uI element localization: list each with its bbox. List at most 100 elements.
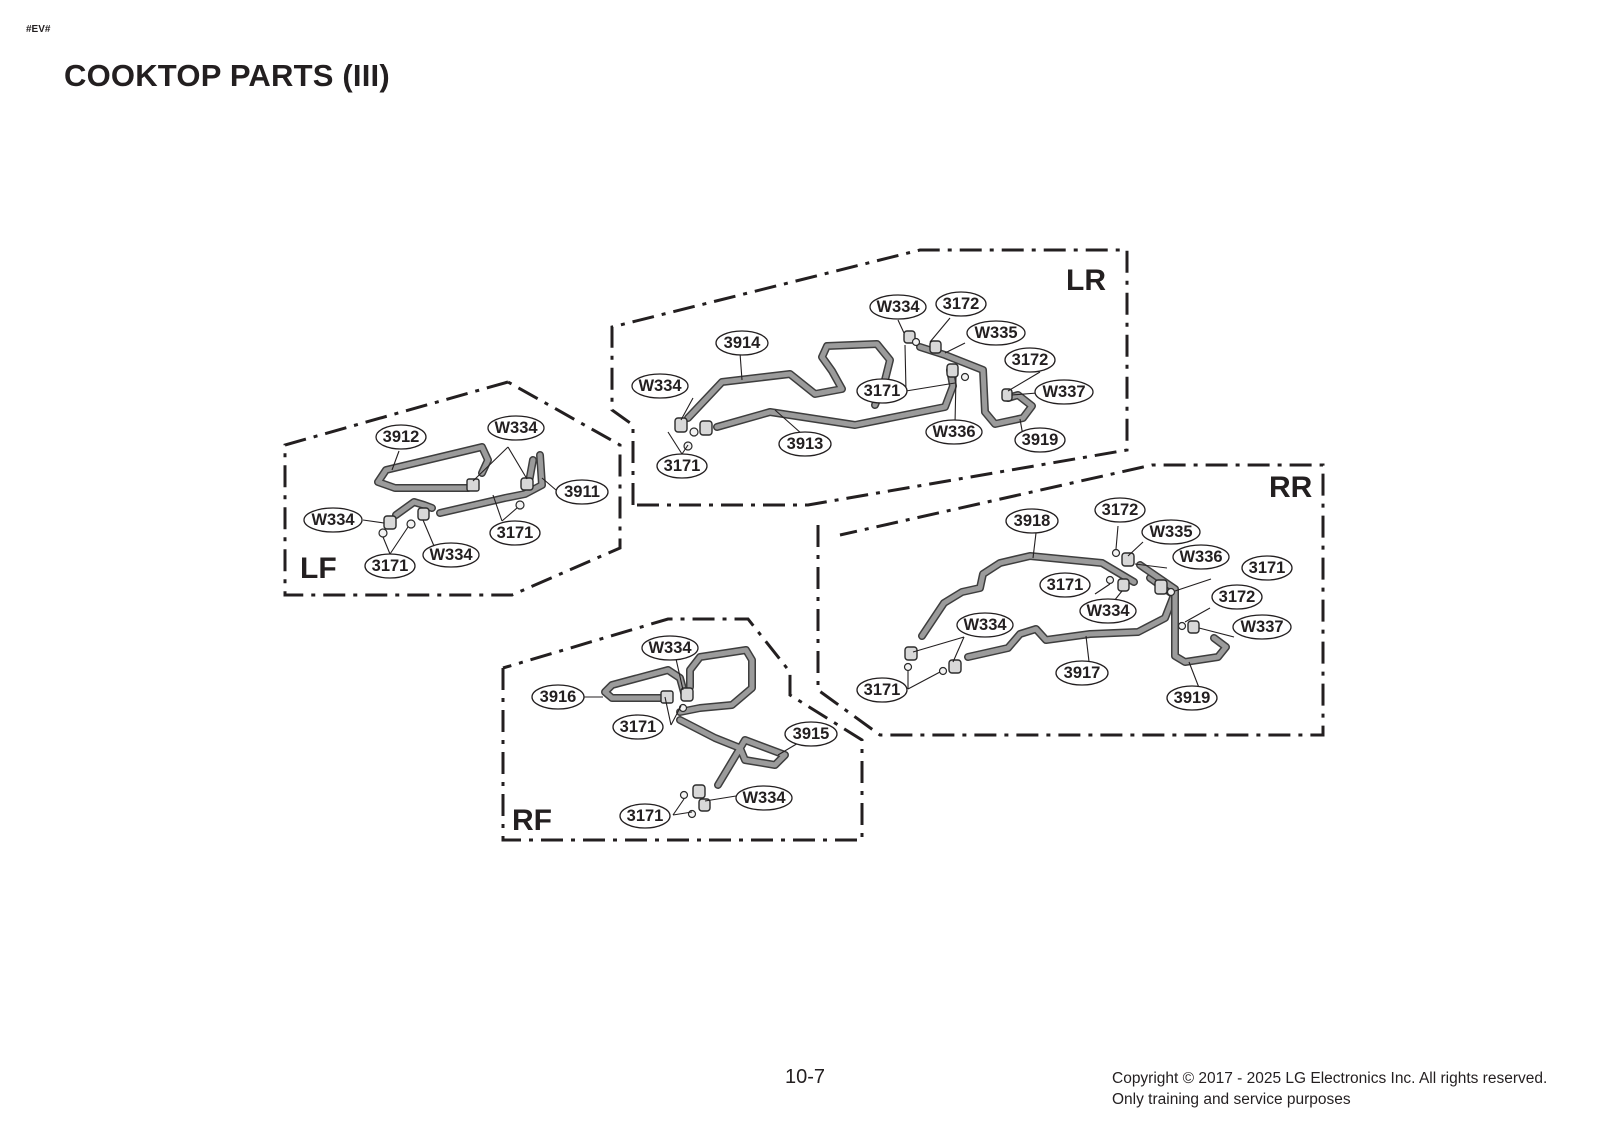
seal-ring-icon [1105,575,1115,585]
callout-label: 3918 [1014,512,1051,530]
callout[interactable]: 3171 [1039,572,1091,598]
callout[interactable]: 3911 [555,479,609,505]
callout[interactable]: W335 [966,320,1026,346]
callout[interactable]: 3917 [1055,660,1109,686]
nut-fitting-icon [383,515,397,530]
callout-label: 3171 [372,557,409,575]
callout-label: W337 [1042,383,1085,401]
callout-label: 3172 [1012,351,1049,369]
callout-label: 3912 [383,428,420,446]
copyright-notice: Copyright © 2017 - 2025 LG Electronics I… [1112,1068,1547,1110]
callout[interactable]: 3919 [1014,427,1066,453]
callout[interactable]: 3171 [619,803,671,829]
callout[interactable]: 3172 [1211,584,1263,610]
callout[interactable]: 3171 [856,677,908,703]
callouts-rr: 3918 3172 W335 W336 3171 3171 W334 3172 … [856,497,1293,711]
callout-label: W334 [638,377,682,395]
callout-label: 3919 [1022,431,1059,449]
callout[interactable]: W334 [735,785,793,811]
seal-ring-icon [406,519,416,529]
callout-label: W334 [311,511,355,529]
seal-ring-icon [679,790,689,800]
seal-ring-icon [687,809,697,819]
callout[interactable]: 3915 [784,721,838,747]
callout-label: 3171 [620,718,657,736]
callout-label: 3915 [793,725,830,743]
callout[interactable]: 3916 [531,684,585,710]
callout-label: W336 [1179,548,1222,566]
callout-label: W334 [876,298,920,316]
callout[interactable]: W334 [422,542,480,568]
callout[interactable]: W334 [869,294,927,320]
callout[interactable]: 3919 [1166,685,1218,711]
zone-lf-outline [283,380,622,597]
callout[interactable]: 3171 [364,553,416,579]
callout[interactable]: 3172 [1004,347,1056,373]
nut-fitting-icon [520,477,534,491]
nut-fitting-icon [660,690,674,704]
nut-fitting-icon [1001,388,1013,402]
callout-label: W334 [742,789,786,807]
fittings [378,330,1200,819]
callout[interactable]: 3171 [656,453,708,479]
nut-fitting-icon [680,687,694,702]
callout[interactable]: W335 [1141,519,1201,545]
callout[interactable]: 3914 [715,330,769,356]
callout[interactable]: W334 [303,507,363,533]
callout[interactable]: W334 [487,415,545,441]
nut-fitting-icon [1187,620,1200,634]
callouts-lr: W334 3172 W335 3914 3172 W334 3171 W337 … [631,291,1094,479]
nut-fitting-icon [1121,552,1135,567]
tubes [374,340,1230,789]
callout[interactable]: 3171 [856,378,908,404]
callout-label: 3919 [1174,689,1211,707]
nut-fitting-icon [674,417,688,433]
seal-ring-icon [515,500,525,510]
callout-label: 3917 [1064,664,1101,682]
nut-fitting-icon [692,784,706,799]
seal-ring-icon [938,666,948,676]
callout[interactable]: 3171 [1241,555,1293,581]
nut-fitting-icon [466,478,480,492]
nut-fitting-icon [904,646,918,661]
callout-label: 3914 [724,334,762,352]
callout[interactable]: W337 [1232,614,1292,640]
callout[interactable]: W334 [641,635,699,661]
callout[interactable]: W337 [1034,379,1094,405]
callout-label: 3916 [540,688,577,706]
callout-label: W336 [932,423,975,441]
page-title: COOKTOP PARTS (III) [64,58,390,93]
callout-label: 3171 [627,807,664,825]
callout-label: W335 [1149,523,1192,541]
callout-label: 3171 [864,681,901,699]
callout-label: W334 [429,546,473,564]
callout-label: 3913 [787,435,824,453]
leader-lines [362,317,1235,816]
copyright-line: Copyright © 2017 - 2025 LG Electronics I… [1112,1070,1548,1087]
zone-rf-outline [501,617,864,842]
callout[interactable]: 3913 [778,431,832,457]
nut-fitting-icon [946,363,959,378]
callout[interactable]: W334 [1079,598,1137,624]
callout-label: 3171 [1047,576,1084,594]
callout[interactable]: W334 [956,612,1014,638]
document-id: #EV# [26,24,51,35]
callout[interactable]: W334 [631,373,689,399]
callout[interactable]: 3172 [935,291,987,317]
zone-label-rr: RR [1269,471,1313,504]
callout[interactable]: W336 [925,419,983,445]
seal-ring-icon [960,372,970,382]
callout-label: W334 [1086,602,1130,620]
seal-ring-icon [1166,587,1176,597]
nut-fitting-icon [698,798,711,812]
callout[interactable]: 3172 [1094,497,1146,523]
callout[interactable]: 3171 [612,714,664,740]
callout[interactable]: 3912 [375,424,427,450]
nut-fitting-icon [1117,578,1130,592]
zone-lr-outline [610,248,1129,507]
callout[interactable]: W336 [1172,544,1230,570]
callout[interactable]: 3918 [1005,508,1059,534]
zone-outlines [283,248,1325,842]
callout[interactable]: 3171 [489,520,541,546]
